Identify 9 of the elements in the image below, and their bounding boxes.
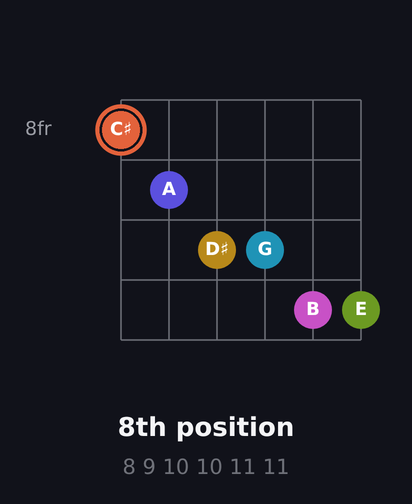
note-dot: B [294, 291, 332, 329]
note-dot: A [150, 171, 188, 209]
note-dot: G [246, 231, 284, 269]
root-note-dot: C♯ [95, 104, 147, 156]
note-dot: D♯ [198, 231, 236, 269]
chord-title: 8th position [116, 413, 296, 443]
fret-label: 8fr [25, 118, 52, 140]
fret-numbers: 8 9 10 10 11 11 [122, 455, 290, 479]
note-dot: E [342, 291, 380, 329]
